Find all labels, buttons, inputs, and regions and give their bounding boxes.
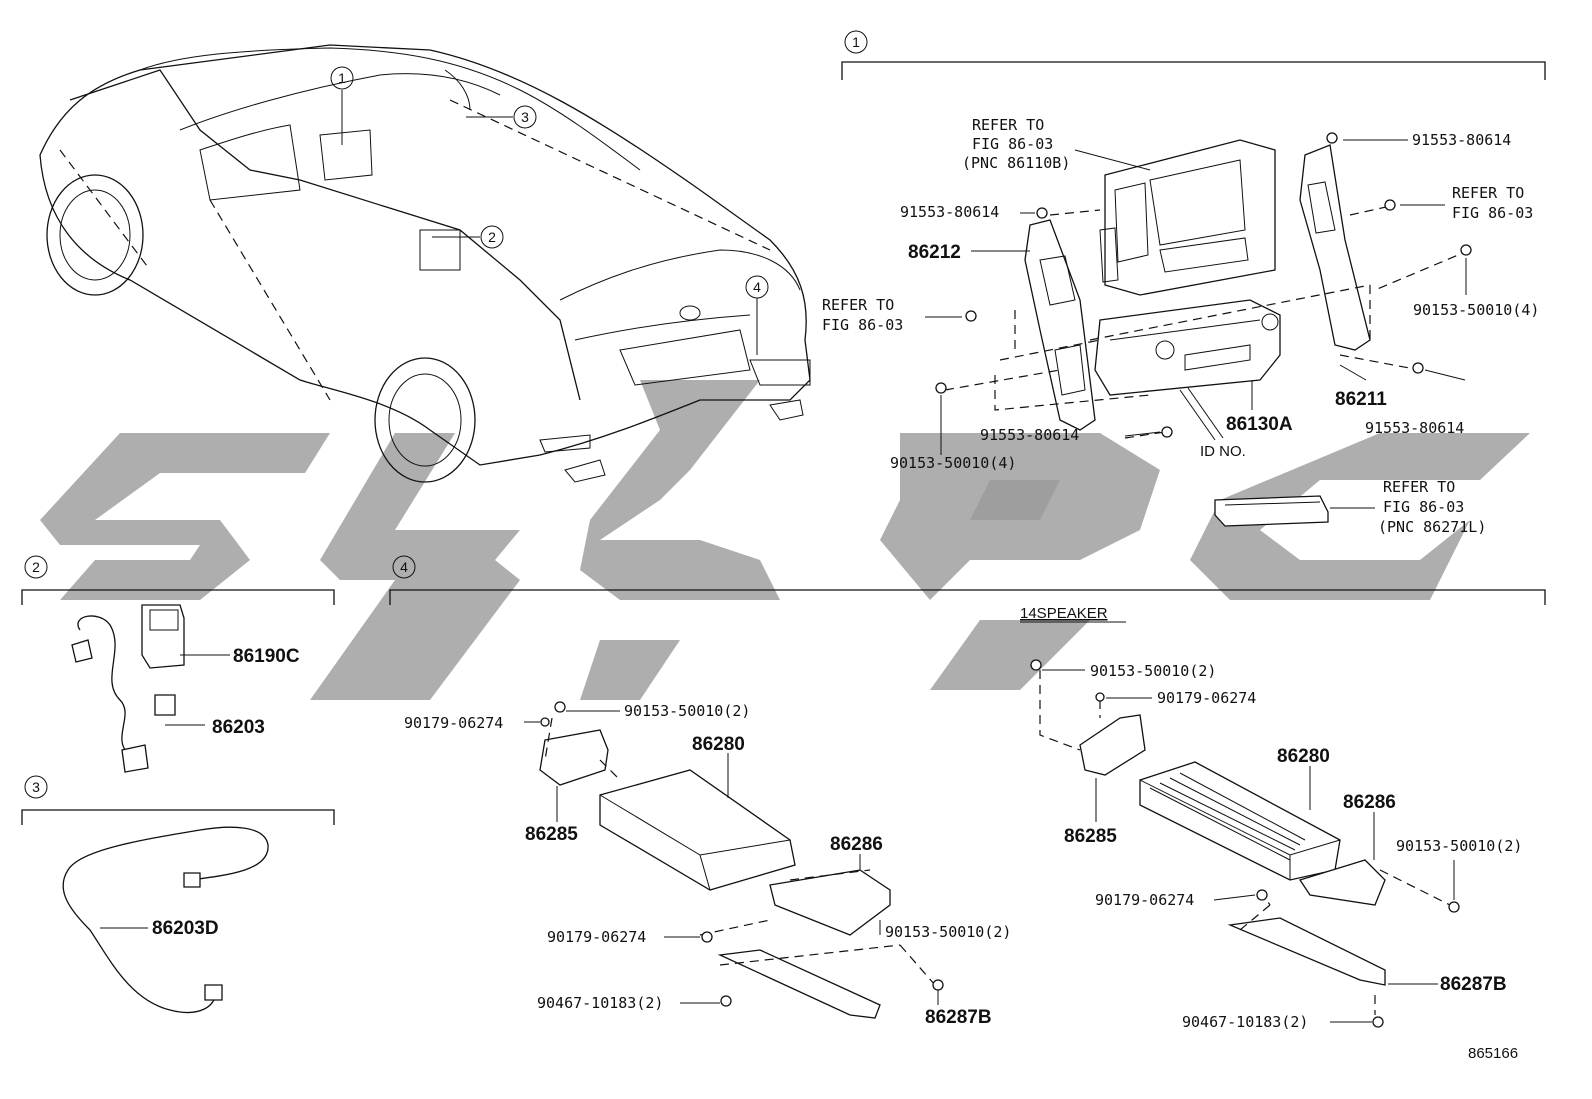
left-amp-assembly: 90179-06274 90153-50010(2) 86280 86285 8… <box>404 701 1011 1028</box>
refer-right-line1: REFER TO <box>1452 184 1524 202</box>
refer-module-line1: REFER TO <box>1383 478 1455 496</box>
radio-unit-label: 86130A <box>1226 414 1293 435</box>
left-bracket-rear-label: 86286 <box>830 834 883 855</box>
group-1-marker: 1 <box>852 34 860 50</box>
right-amp-assembly: 90153-50010(2) 90179-06274 86280 86286 8… <box>1030 659 1522 1031</box>
callout-1-label: 1 <box>338 70 346 86</box>
screw-right-label: 90153-50010(4) <box>1413 301 1539 319</box>
left-bracket-front-label: 86285 <box>525 824 578 845</box>
right-bracket-front-label: 86285 <box>1064 826 1117 847</box>
refer-top-line2: FIG 86-03 <box>972 135 1053 153</box>
left-screw-top-label: 90153-50010(2) <box>624 702 750 720</box>
group-3: 3 86203D <box>21 775 335 1014</box>
id-number-label: ID NO. <box>1200 443 1246 460</box>
stay-86287B-left <box>717 949 881 1019</box>
bracket-86212 <box>1024 219 1096 431</box>
refer-top-line1: REFER TO <box>972 116 1044 134</box>
screw-bottom-left-label: 90153-50010(4) <box>890 454 1016 472</box>
display-panel <box>1104 139 1276 296</box>
bracket-86211 <box>1299 144 1371 351</box>
right-nut-top-label: 90179-06274 <box>1157 689 1256 707</box>
navigation-module <box>1214 495 1329 527</box>
wire-86203D <box>62 826 269 1014</box>
right-stay-label: 86287B <box>1440 974 1507 995</box>
group-3-marker: 3 <box>32 779 40 795</box>
left-stay-label: 86287B <box>925 1007 992 1028</box>
group-1-bracket-line <box>841 61 1546 80</box>
bolt-bottom-right-label: 91553-80614 <box>1365 419 1464 437</box>
right-clip-label: 90467-10183(2) <box>1182 1013 1308 1031</box>
refer-left-line2: FIG 86-03 <box>822 316 903 334</box>
right-bracket-rear-label: 86286 <box>1343 792 1396 813</box>
group-2-marker: 2 <box>32 559 40 575</box>
amplifier-86280-left <box>599 769 796 891</box>
stay-86287B-right <box>1227 917 1386 986</box>
vehicle-outline <box>39 44 811 483</box>
wire-86203D-label: 86203D <box>152 918 219 939</box>
refer-right-line2: FIG 86-03 <box>1452 204 1533 222</box>
right-screw-top-label: 90153-50010(2) <box>1090 662 1216 680</box>
bracket-86285-left <box>539 729 609 786</box>
bracket-left-label: 86212 <box>908 242 961 263</box>
group-4: 4 14SPEAKER 90179-06 <box>389 555 1546 1031</box>
variant-title: 14SPEAKER <box>1020 605 1108 622</box>
callout-2-label: 2 <box>488 229 496 245</box>
switch-label: 86190C <box>233 646 300 667</box>
left-nut-lower-label: 90179-06274 <box>547 928 646 946</box>
refer-left-line1: REFER TO <box>822 296 894 314</box>
group-4-bracket-line <box>389 589 1546 605</box>
screw-icons <box>935 132 1472 438</box>
group-1: 1 <box>822 30 1546 536</box>
bracket-86286-right <box>1298 859 1386 906</box>
figure-id: 865166 <box>1468 1045 1518 1062</box>
wire-86203 <box>77 615 131 756</box>
bolt-top-right-label: 91553-80614 <box>1412 131 1511 149</box>
group-2-bracket-line <box>21 589 335 605</box>
vehicle-callouts: 1 3 2 4 <box>330 66 769 355</box>
left-clip-label: 90467-10183(2) <box>537 994 663 1012</box>
refer-module-line2: FIG 86-03 <box>1383 498 1464 516</box>
bolt-bottom-center-label: 91553-80614 <box>980 426 1079 444</box>
bolt-left-label: 91553-80614 <box>900 203 999 221</box>
switch-86190C <box>141 604 185 669</box>
callout-3-label: 3 <box>521 109 529 125</box>
refer-module-line3: (PNC 86271L) <box>1378 518 1486 536</box>
right-amp-label: 86280 <box>1277 746 1330 767</box>
right-nut-lower-label: 90179-06274 <box>1095 891 1194 909</box>
left-screw-lower-label: 90153-50010(2) <box>885 923 1011 941</box>
left-amp-label: 86280 <box>692 734 745 755</box>
bracket-86285-right <box>1079 714 1146 776</box>
refer-top-line3: (PNC 86110B) <box>962 154 1070 172</box>
group-4-marker: 4 <box>400 559 408 575</box>
wire-label: 86203 <box>212 717 265 738</box>
bracket-86286-left <box>769 869 891 936</box>
bracket-right-label: 86211 <box>1335 389 1387 410</box>
group-2: 2 86190C 86203 <box>21 555 335 773</box>
right-screw-side-label: 90153-50010(2) <box>1396 837 1522 855</box>
callout-4-label: 4 <box>753 279 761 295</box>
left-nut-label: 90179-06274 <box>404 714 503 732</box>
group-3-bracket-line <box>21 809 335 825</box>
